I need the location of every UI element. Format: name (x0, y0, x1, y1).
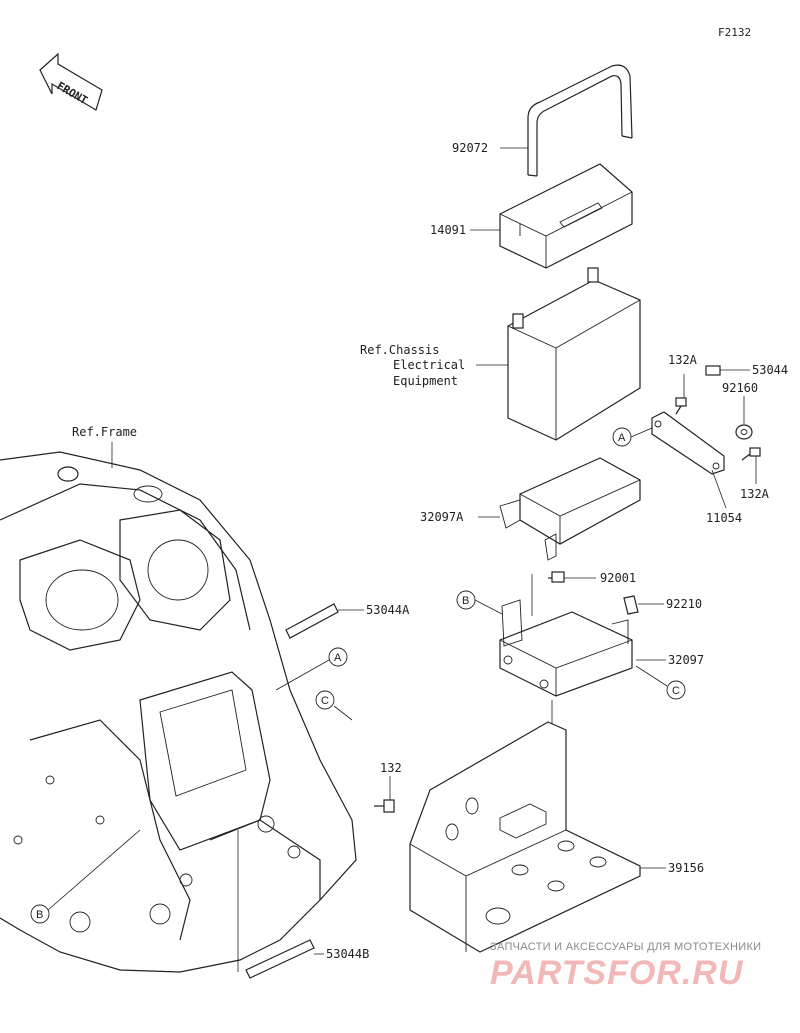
marker-a-lower-letter: A (334, 652, 342, 664)
ref-chassis-line1: Ref.Chassis (360, 343, 439, 357)
battery-strap[interactable] (527, 64, 633, 177)
watermark-brand: PARTSFOR.RU (490, 954, 744, 992)
label-132a-right: 132A (740, 487, 770, 501)
marker-a-upper-letter: A (618, 432, 626, 444)
marker-b-upper-letter: B (462, 595, 469, 607)
bolt-92001[interactable] (548, 571, 565, 583)
label-132a-top: 132A (668, 353, 698, 367)
battery (507, 267, 641, 441)
label-92001: 92001 (600, 571, 636, 585)
marker-c-lower (315, 690, 335, 710)
frame (0, 451, 357, 973)
heat-shield-39156[interactable] (409, 721, 641, 953)
label-53044a: 53044A (366, 603, 410, 617)
label-11054: 11054 (706, 511, 742, 525)
marker-b-lower (30, 904, 50, 924)
marker-c-upper-letter: C (672, 685, 680, 697)
marker-b-lower-letter: B (36, 909, 43, 921)
marker-a-lower (328, 647, 348, 667)
bolt-132[interactable] (374, 799, 395, 813)
watermark-caption: ЗАПЧАСТИ И АКСЕССУАРЫ ДЛЯ МОТОТЕХНИКИ (490, 941, 761, 953)
ref-chassis-line2: Electrical (393, 358, 465, 372)
marker-c-lower-letter: C (321, 695, 329, 707)
washer-92160[interactable] (735, 424, 753, 440)
label-32097: 32097 (668, 653, 704, 667)
bolt-132a-top[interactable] (675, 397, 687, 415)
label-132: 132 (380, 761, 402, 775)
bolt-132a-right[interactable] (741, 447, 761, 461)
sleeve-53044[interactable] (705, 365, 721, 376)
label-53044b: 53044B (326, 947, 369, 961)
label-39156: 39156 (668, 861, 704, 875)
label-92210: 92210 (666, 597, 702, 611)
label-14091: 14091 (430, 223, 466, 237)
label-92160: 92160 (722, 381, 758, 395)
ref-chassis-line3: Equipment (393, 374, 458, 388)
label-53044: 53044 (752, 363, 788, 377)
rod-53044b[interactable] (245, 939, 315, 979)
marker-c-upper (666, 680, 686, 700)
battery-case-32097a[interactable] (499, 457, 641, 561)
rod-53044a[interactable] (285, 603, 339, 639)
figure-code: F2132 (718, 26, 751, 39)
front-label: FRONT (55, 79, 91, 107)
label-32097a: 32097A (420, 510, 464, 524)
ref-frame-label: Ref.Frame (72, 425, 137, 439)
clip-92210[interactable] (623, 595, 639, 615)
battery-cover[interactable] (499, 163, 633, 269)
front-arrow-icon: FRONT (39, 52, 103, 111)
battery-tray-32097[interactable] (499, 599, 633, 697)
bracket-11054[interactable] (651, 411, 725, 475)
label-92072: 92072 (452, 141, 488, 155)
